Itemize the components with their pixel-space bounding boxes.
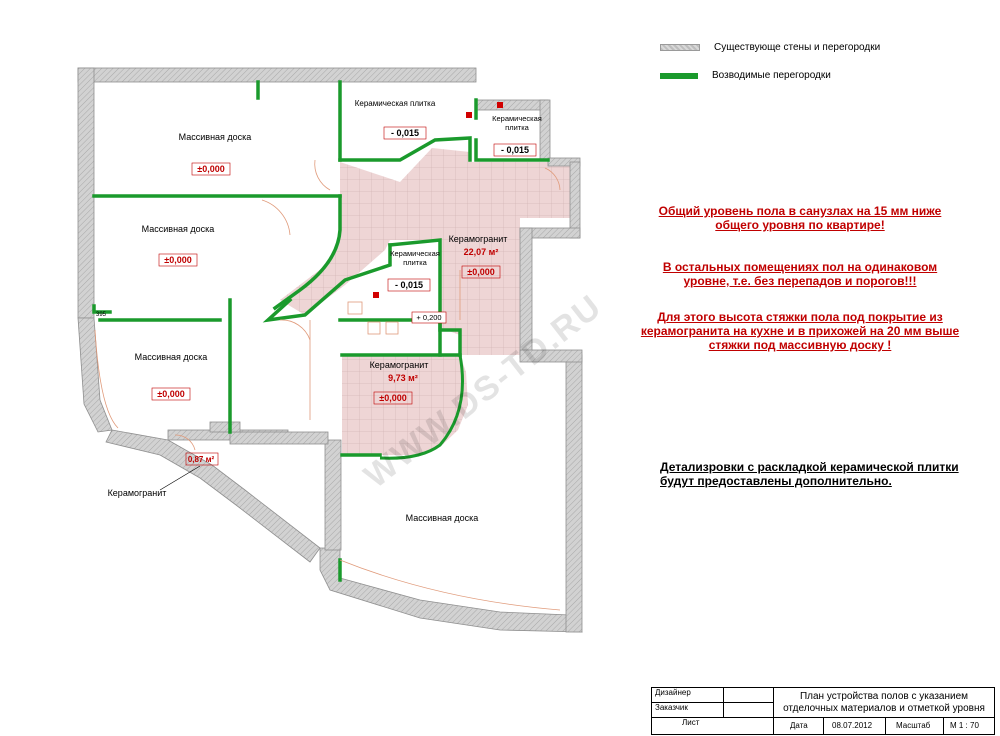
tb-designer: Дизайнер (652, 688, 724, 703)
tb-date-label: Дата (774, 718, 824, 734)
kitchen-level: ±0,000 (379, 393, 406, 403)
tb-scale-value: М 1 : 70 (950, 721, 979, 730)
tb-date-value: 08.07.2012 (824, 718, 886, 734)
hall-level: ±0,000 (467, 267, 494, 277)
kitchen-area: 9,73 м² (388, 373, 418, 383)
room2-level: ±0,000 (164, 255, 191, 265)
note-same-level: В остальных помещениях пол на одинаковом… (662, 260, 938, 288)
existing-walls (77, 67, 583, 633)
tb-title: План устройства полов с указанием отдело… (774, 688, 994, 718)
hall-area: 22,07 м² (464, 247, 499, 257)
small-label: Керамогранит (108, 488, 167, 498)
small-area: 0,87 м² (188, 455, 215, 464)
kitchen-material: Керамогранит (370, 360, 429, 370)
tb-designer-value (724, 688, 774, 703)
dim-395: 395 (96, 312, 107, 318)
legend-existing-label: Существующе стены и перегородки (714, 42, 881, 53)
bath1-level: - 0,015 (391, 128, 419, 138)
room1-material: Массивная доска (179, 132, 252, 142)
markers (373, 102, 503, 298)
tb-sheet: Лист (652, 718, 774, 734)
door-swings (94, 159, 561, 611)
new-partitions (92, 80, 550, 582)
bath2-material-a: Керамическая (492, 114, 542, 123)
new-partition-swatch (660, 72, 698, 79)
note-bathroom-level: Общий уровень пола в санузлах на 15 мм н… (658, 204, 942, 232)
room-labels: Массивная доска ±0,000 Массивная доска ±… (96, 99, 542, 523)
bath3-level: - 0,015 (395, 280, 423, 290)
tb-customer: Заказчик (652, 703, 724, 718)
room3-material: Массивная доска (135, 352, 208, 362)
laundry-fixtures (347, 301, 399, 335)
legend-existing: Существующе стены и перегородки (660, 42, 880, 53)
title-block: Дизайнер Заказчик Лист План устройства п… (651, 687, 995, 735)
tb-scale-label: Масштаб (886, 718, 944, 734)
bath2-level: - 0,015 (501, 145, 529, 155)
bath3-material-b: плитка (403, 258, 428, 267)
bath1-material: Керамическая плитка (355, 99, 436, 108)
floor-plan: WWW.DS-TD.RU Массивная доска ±0,000 Масс… (77, 67, 609, 633)
existing-wall-swatch (660, 44, 700, 51)
bath2-material-b: плитка (505, 123, 530, 132)
room3-level: ±0,000 (157, 389, 184, 399)
laundry-level-text: + 0,200 (416, 313, 441, 322)
legend-new: Возводимые перегородки (660, 70, 831, 81)
room1-level: ±0,000 (197, 164, 224, 174)
note-screed-height: Для этого высота стяжки пола под покрыти… (640, 310, 960, 352)
note-details: Детализровки с раскладкой керамической п… (660, 460, 959, 488)
tb-customer-value (724, 703, 774, 718)
tb-title-line1: План устройства полов с указанием (799, 691, 969, 702)
curved-partition (379, 354, 464, 460)
legend-new-label: Возводимые перегородки (712, 70, 831, 81)
room4-material: Массивная доска (406, 513, 479, 523)
tb-title-line2: отделочных материалов и отметкой уровня (783, 703, 985, 714)
room2-material: Массивная доска (142, 224, 215, 234)
bath3-material-a: Керамическая (390, 249, 440, 258)
hall-material: Керамогранит (449, 234, 508, 244)
